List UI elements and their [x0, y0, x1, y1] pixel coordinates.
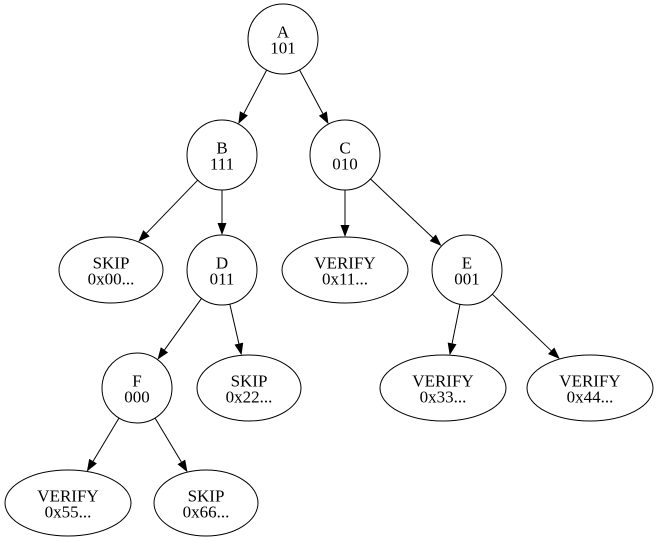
arrowhead-icon — [238, 111, 248, 124]
edge-F-skip-0x66 — [154, 417, 188, 473]
node-verify-0x44: VERIFY0x44... — [526, 354, 654, 422]
arrowhead-icon — [217, 223, 227, 235]
node-label-line1: A — [277, 23, 290, 42]
edge-line — [92, 417, 120, 462]
node-label-line2: 111 — [210, 155, 234, 174]
arrowhead-icon — [447, 342, 457, 356]
edge-line — [154, 417, 182, 463]
edge-B-skip-0x00 — [138, 179, 199, 242]
node-label-line1: SKIP — [93, 254, 130, 273]
node-shape-ellipse — [58, 236, 164, 304]
node-label-line1: D — [216, 254, 228, 273]
node-shape-circle — [431, 234, 503, 306]
edge-line — [146, 179, 199, 234]
arrowhead-icon — [157, 347, 169, 360]
edge-C-verify-0x11 — [340, 190, 350, 237]
edge-D-skip-0x22 — [229, 303, 244, 356]
node-shape-circle — [101, 352, 173, 424]
node-shape-ellipse — [4, 469, 132, 537]
node-label-line2: 001 — [454, 270, 480, 289]
node-shape-ellipse — [526, 354, 654, 422]
node-label-line2: 0x22... — [226, 388, 273, 407]
node-shape-ellipse — [281, 236, 409, 304]
node-label-line2: 0x55... — [45, 503, 92, 522]
edge-C-E — [370, 178, 442, 246]
edge-line — [243, 69, 268, 114]
arrowhead-icon — [138, 230, 150, 242]
edge-line — [164, 298, 202, 351]
edges-layer — [86, 69, 560, 473]
edge-A-B — [238, 69, 268, 124]
node-shape-ellipse — [196, 354, 302, 422]
arrowhead-icon — [234, 342, 244, 356]
node-label-line2: 0x11... — [322, 270, 368, 289]
node-label-line1: VERIFY — [37, 487, 98, 506]
edge-A-C — [299, 69, 329, 125]
node-label-line2: 0x66... — [183, 503, 230, 522]
edge-line — [229, 303, 240, 344]
arrowhead-icon — [548, 347, 560, 359]
edge-F-verify-0x55 — [86, 417, 120, 472]
arrowhead-icon — [86, 458, 97, 472]
edge-E-verify-0x33 — [447, 304, 461, 356]
arrowhead-icon — [318, 111, 329, 125]
edge-line — [491, 293, 552, 352]
arrowhead-icon — [429, 234, 442, 246]
edge-line — [370, 178, 434, 239]
node-label-line1: C — [339, 139, 350, 158]
node-label-line2: 0x33... — [420, 388, 467, 407]
node-verify-0x11: VERIFY0x11... — [281, 236, 409, 304]
node-shape-ellipse — [153, 469, 259, 537]
node-verify-0x55: VERIFY0x55... — [4, 469, 132, 537]
nodes-layer: A101B111C010SKIP0x00...D011VERIFY0x11...… — [4, 3, 654, 537]
node-skip-0x66: SKIP0x66... — [153, 469, 259, 537]
node-label-line1: B — [216, 139, 227, 158]
node-shape-ellipse — [379, 354, 507, 422]
node-verify-0x33: VERIFY0x33... — [379, 354, 507, 422]
node-label-line1: SKIP — [231, 372, 268, 391]
node-label-line1: SKIP — [188, 487, 225, 506]
edge-line — [299, 69, 324, 114]
node-label-line2: 0x44... — [567, 388, 614, 407]
node-label-line1: VERIFY — [412, 372, 473, 391]
node-label-line2: 011 — [210, 270, 235, 289]
node-shape-circle — [186, 119, 258, 191]
node-label-line1: F — [132, 372, 141, 391]
node-skip-0x22: SKIP0x22... — [196, 354, 302, 422]
node-label-line2: 0x00... — [88, 270, 135, 289]
node-label-line2: 000 — [124, 388, 150, 407]
edge-line — [451, 304, 461, 344]
node-skip-0x00: SKIP0x00... — [58, 236, 164, 304]
node-shape-circle — [186, 234, 258, 306]
node-label-line1: E — [462, 254, 472, 273]
node-shape-circle — [309, 119, 381, 191]
edge-B-D — [217, 190, 227, 235]
edge-D-F — [157, 298, 202, 360]
arrowhead-icon — [340, 225, 350, 237]
edge-E-verify-0x44 — [491, 293, 560, 359]
node-shape-circle — [247, 3, 319, 75]
arrowhead-icon — [177, 459, 188, 473]
node-label-line2: 101 — [270, 39, 296, 58]
node-label-line2: 010 — [332, 155, 358, 174]
node-label-line1: VERIFY — [314, 254, 375, 273]
node-label-line1: VERIFY — [559, 372, 620, 391]
